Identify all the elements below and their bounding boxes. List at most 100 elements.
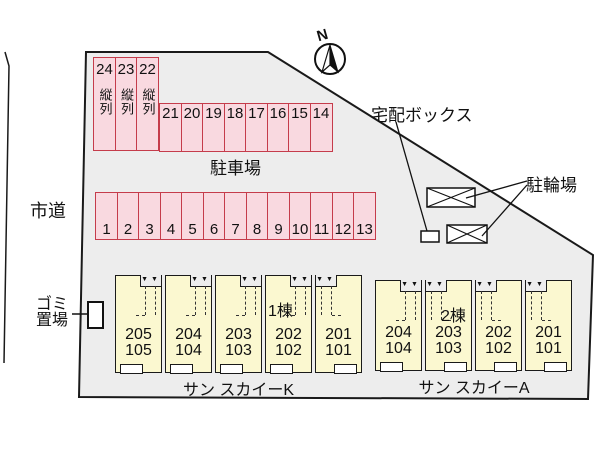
tandem-stall-row: 24 縦列 23 縦列 22 縦列 <box>93 57 159 151</box>
parking-stall: 4 <box>159 192 183 240</box>
apartment-unit: ▼▼ 1棟 202 102 <box>265 274 312 374</box>
bicycle-parking-leader-line-2 <box>481 184 528 237</box>
entrance-porch <box>444 361 467 372</box>
parking-stall: 1 <box>95 192 118 240</box>
bicycle-rack-lower <box>446 224 488 244</box>
entrance-notch: ▼▼ <box>400 279 421 292</box>
unit-numbers: 201 101 <box>526 325 571 357</box>
stall-number: 3 <box>145 221 154 238</box>
parking-stall: 20 <box>180 103 204 152</box>
stairs-dashed-path <box>396 291 416 321</box>
unit-numbers: 205 105 <box>116 327 161 359</box>
apartment-unit: ▼▼ 201 101 <box>315 274 362 374</box>
stall-number: 8 <box>252 221 262 238</box>
unit-number-upper: 201 <box>535 324 562 341</box>
unit-number-lower: 102 <box>485 340 512 357</box>
stall-number: 7 <box>231 221 240 238</box>
delivery-box-symbol <box>420 230 440 243</box>
stall-number: 21 <box>162 105 179 122</box>
parking-stall: 14 <box>309 103 333 152</box>
delivery-box-leader-line <box>395 121 428 232</box>
stall-number: 6 <box>209 221 219 238</box>
tandem-label: 縦列 <box>97 88 113 116</box>
stairs-dashed-path <box>236 286 256 316</box>
entrance-arrow-icon: ▼▼ <box>526 280 546 288</box>
entrance-porch <box>494 361 517 372</box>
entrance-notch: ▼▼ <box>190 274 211 287</box>
unit-number-upper: 203 <box>435 324 462 341</box>
bicycle-parking-leader-line-1 <box>465 180 528 199</box>
unit-number-lower: 105 <box>125 342 152 359</box>
garbage-box-symbol <box>87 301 104 329</box>
entrance-notch: ▼▼ <box>290 274 311 287</box>
unit-numbers: 204 104 <box>166 327 211 359</box>
bicycle-parking-label: 駐輪場 <box>526 176 577 195</box>
apartment-unit: ▼▼ 205 105 <box>115 274 162 374</box>
parking-stall: 23 縦列 <box>114 57 138 151</box>
stall-number: 19 <box>205 105 222 122</box>
garbage-area-label-line1: ゴミ <box>35 296 68 313</box>
stall-number: 17 <box>248 105 265 122</box>
apartment-unit: ▼▼ 203 103 <box>215 274 262 374</box>
unit-numbers: 202 102 <box>266 327 311 359</box>
road-edge-line <box>3 51 10 364</box>
entrance-porch <box>334 363 357 374</box>
garbage-area-label-line2: 置場 <box>35 312 68 329</box>
entrance-notch: ▼▼ <box>526 279 547 292</box>
stairs-dashed-path <box>481 291 501 321</box>
upper-stall-row: 21 20 19 18 17 16 15 <box>159 103 333 152</box>
parking-stall: 16 <box>266 103 290 152</box>
stall-number: 9 <box>274 221 283 238</box>
parking-stall: 10 <box>288 192 312 240</box>
entrance-notch: ▼▼ <box>316 274 337 287</box>
stall-number: 15 <box>291 105 308 122</box>
stall-number: 11 <box>313 221 330 238</box>
stall-number: 13 <box>356 221 373 238</box>
unit-numbers: 203 103 <box>426 325 471 357</box>
unit-number-lower: 103 <box>435 340 462 357</box>
unit-number-lower: 101 <box>325 342 352 359</box>
tandem-label: 縦列 <box>140 88 156 116</box>
stall-number: 1 <box>102 221 111 238</box>
lower-stall-row: 1 2 3 4 5 6 7 <box>95 192 376 240</box>
entrance-porch <box>220 363 243 374</box>
entrance-notch: ▼▼ <box>140 274 161 287</box>
stall-number: 12 <box>334 221 352 238</box>
stall-number: 5 <box>188 221 197 238</box>
parking-stall: 15 <box>288 103 311 152</box>
unit-number-upper: 201 <box>325 326 352 343</box>
entrance-porch <box>270 363 293 374</box>
entrance-porch <box>120 363 143 374</box>
stairs-dashed-path <box>531 291 551 321</box>
entrance-arrow-icon: ▼▼ <box>316 275 336 283</box>
entrance-arrow-icon: ▼▼ <box>401 280 421 288</box>
apartment-unit: ▼▼ 204 104 <box>375 279 422 372</box>
entrance-porch <box>544 361 567 372</box>
stall-number: 4 <box>166 221 176 238</box>
unit-number-upper: 204 <box>175 326 202 343</box>
unit-number-lower: 102 <box>275 342 302 359</box>
parking-stall: 7 <box>224 192 247 240</box>
unit-number-upper: 203 <box>225 326 252 343</box>
parking-stall: 5 <box>181 192 204 240</box>
parking-stall: 9 <box>267 192 290 240</box>
tandem-label: 縦列 <box>119 88 134 116</box>
stall-number: 10 <box>291 221 309 238</box>
entrance-arrow-icon: ▼▼ <box>141 275 161 283</box>
entrance-porch <box>380 361 403 372</box>
entrance-arrow-icon: ▼▼ <box>476 280 496 288</box>
parking-stall: 21 <box>159 103 182 152</box>
building-1: ▼▼ 205 105 ▼▼ 204 104 <box>115 274 362 374</box>
building-number-label: 1棟 <box>268 303 293 320</box>
stairs-dashed-path <box>321 286 341 316</box>
parking-stall: 6 <box>202 192 226 240</box>
entrance-arrow-icon: ▼▼ <box>191 275 211 283</box>
garbage-area-label: ゴミ 置場 <box>30 297 74 329</box>
entrance-porch <box>170 363 193 374</box>
apartment-unit: ▼▼ 202 102 <box>475 279 522 372</box>
unit-number-lower: 104 <box>385 340 412 357</box>
parking-stall: 8 <box>245 192 269 240</box>
entrance-arrow-icon: ▼▼ <box>426 280 446 288</box>
stairs-dashed-path <box>136 286 156 316</box>
